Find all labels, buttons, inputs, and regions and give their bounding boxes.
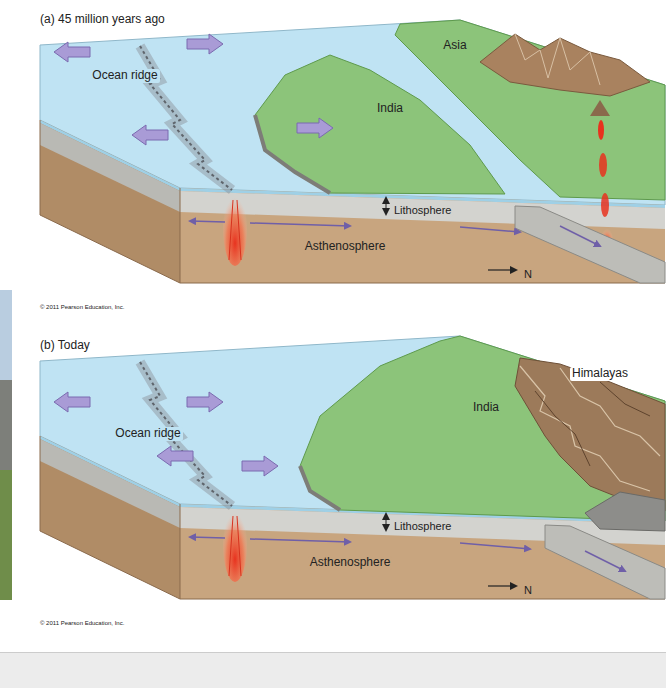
copyright-note: © 2011 Pearson Education, Inc. [38, 304, 126, 311]
label-holder: Asia [441, 35, 468, 53]
label-holder: India [471, 397, 501, 415]
region-label: Himalayas [570, 367, 630, 381]
copyright-note: © 2011 Pearson Education, Inc. [38, 620, 126, 627]
region-label: Asia [441, 39, 468, 53]
label-holder: N [522, 264, 534, 282]
panel-heading: (a) 45 million years ago [38, 13, 167, 27]
label-holder: Ocean ridge [90, 65, 159, 83]
label-holder: India [375, 98, 405, 116]
feature-label: Ocean ridge [90, 69, 159, 83]
label-holder: Himalayas [570, 363, 630, 381]
label-holder: Asthenosphere [308, 552, 393, 570]
label-holder: © 2011 Pearson Education, Inc. [38, 611, 126, 629]
photo-strip [0, 290, 12, 600]
label-holder: (a) 45 million years ago [38, 9, 167, 27]
label-holder: Ocean ridge [113, 423, 182, 441]
layer-label: Lithosphere [392, 520, 454, 533]
panel-heading: (b) Today [38, 339, 92, 353]
region-label: India [375, 102, 405, 116]
layer-label: Lithosphere [392, 204, 454, 217]
compass-label: N [522, 584, 534, 597]
label-holder: (b) Today [38, 335, 92, 353]
layer-label: Asthenosphere [308, 556, 393, 570]
footer-rule [0, 652, 666, 653]
panel-a-block [40, 20, 665, 283]
region-label: India [471, 401, 501, 415]
footer-bar [0, 652, 666, 688]
label-holder: Lithosphere [392, 200, 454, 218]
layer-label: Asthenosphere [303, 240, 388, 254]
panel-b-block [40, 336, 665, 599]
compass-label: N [522, 268, 534, 281]
label-holder: Lithosphere [392, 516, 454, 534]
label-holder: © 2011 Pearson Education, Inc. [38, 295, 126, 313]
label-holder: N [522, 580, 534, 598]
feature-label: Ocean ridge [113, 427, 182, 441]
label-holder: Asthenosphere [303, 236, 388, 254]
